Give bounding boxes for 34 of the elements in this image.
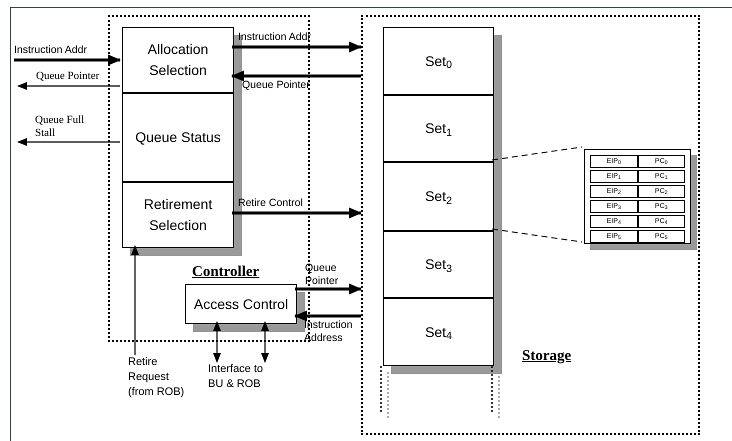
box-label: Retirement Selection <box>142 195 214 235</box>
signal-note: Retire Request (from ROB) <box>128 355 186 400</box>
arrow <box>295 284 362 294</box>
arrow <box>261 321 269 363</box>
arrow <box>231 70 361 82</box>
edge-label: Instruction Addr <box>238 31 311 43</box>
edge-label: Queue Full Stall <box>35 114 84 139</box>
arrow <box>17 138 120 146</box>
box-label: Allocation Selection <box>146 40 210 80</box>
arrow <box>213 321 221 363</box>
arrow <box>14 54 121 66</box>
box-label: Set$_{2}$ <box>425 187 452 207</box>
arrow <box>17 82 120 90</box>
box-label: Access Control <box>194 294 288 314</box>
arrow <box>131 245 139 355</box>
box-label: Set$_{0}$ <box>425 52 452 72</box>
box-label: Set$_{4}$ <box>425 322 452 342</box>
edge-label: Retire Control <box>238 197 303 209</box>
box-label: Set$_{3}$ <box>425 255 452 275</box>
signal-note: Interface to BU & ROB <box>208 362 264 392</box>
leader-line <box>492 228 582 242</box>
edge-label: Queue Pointer <box>242 79 310 91</box>
region-heading: Storage <box>522 348 572 364</box>
arrow <box>232 42 362 52</box>
edge-label: Queue Pointer <box>36 70 100 82</box>
arrow <box>232 208 362 218</box>
edge-label: Instruction Addr <box>14 44 87 56</box>
edge-label: Queue Pointer <box>305 262 338 287</box>
box-label: Set$_{1}$ <box>425 119 452 139</box>
box-label: Queue Status <box>135 128 221 147</box>
edge-label: Instruction Address <box>304 319 352 344</box>
region-heading: Controller <box>192 264 260 280</box>
arrow <box>294 310 361 322</box>
dotted-region <box>361 15 700 435</box>
